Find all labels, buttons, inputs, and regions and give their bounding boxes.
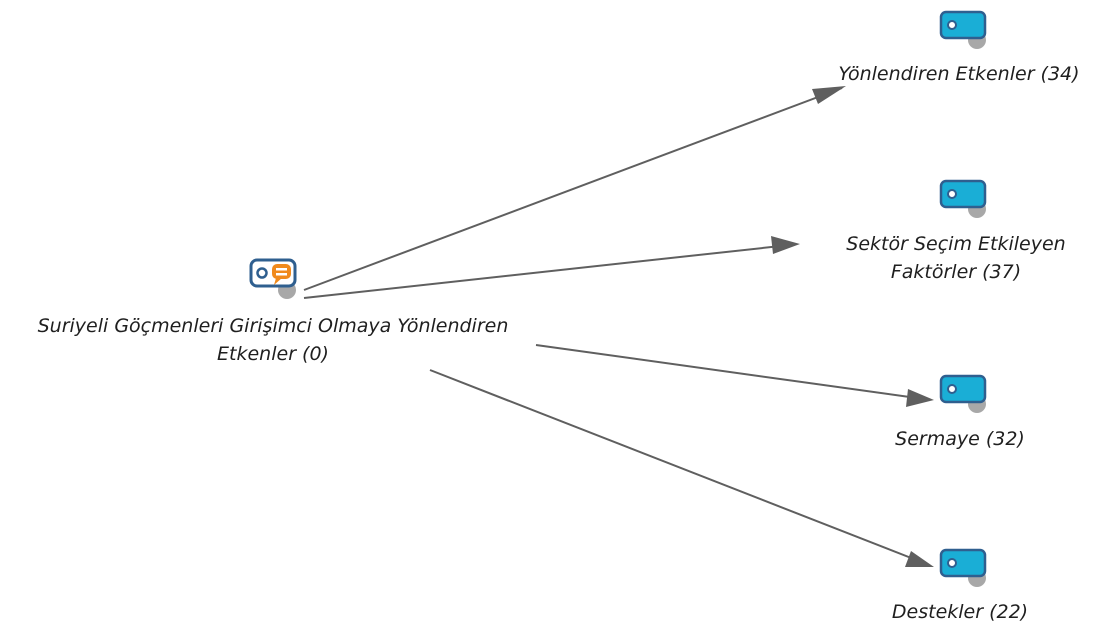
code-icon[interactable]: [939, 374, 987, 413]
code-with-memo-icon[interactable]: [249, 258, 297, 299]
code-icon[interactable]: [939, 10, 987, 49]
child-node-label-sektor[interactable]: Sektör Seçim Etkileyen Faktörler (37): [846, 233, 1066, 283]
root-node-label[interactable]: Suriyeli Göçmenleri Girişimci Olmaya Yön…: [37, 315, 509, 365]
edge-root-to-sermaye: [535, 344, 925, 400]
code-icon[interactable]: [939, 548, 987, 587]
arrowhead-destekler: [905, 551, 934, 567]
edge-root-to-sektor: [303, 244, 791, 299]
child-node-label-yonlendiren[interactable]: Yönlendiren Etkenler (34): [838, 63, 1080, 85]
arrowhead-sektor: [771, 236, 800, 254]
child-node-label-sermaye[interactable]: Sermaye (32): [895, 428, 1025, 450]
edge-root-to-yonlendiren: [303, 87, 843, 291]
arrowhead-yonlendiren: [812, 86, 846, 104]
arrowhead-sermaye: [906, 389, 934, 407]
edge-root-to-destekler: [429, 369, 925, 564]
edges: [303, 86, 934, 567]
code-icon[interactable]: [939, 179, 987, 218]
child-node-label-destekler[interactable]: Destekler (22): [891, 601, 1029, 623]
